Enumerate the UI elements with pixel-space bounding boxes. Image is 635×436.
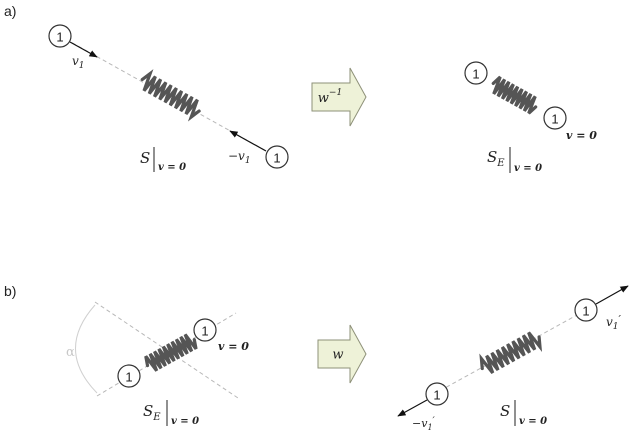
panel-b-ball-bottom-label: 1 <box>125 370 132 385</box>
panel-a-result-spring <box>491 75 538 115</box>
panel-b-result-condition: v = 0 <box>519 416 547 427</box>
panel-b-spring <box>144 333 198 372</box>
panel-b-result-spring <box>479 331 543 374</box>
panel-a-result-system-label: SE <box>487 148 505 169</box>
panel-a-neg-velocity-arrow <box>229 130 267 152</box>
panel-a-result-condition: v = 0 <box>514 163 542 174</box>
panel-b-result-ball-top <box>574 298 598 322</box>
panel-a-condition: v = 0 <box>158 162 186 173</box>
panel-a-ball-right-label: 1 <box>273 151 280 166</box>
panel-a-system-label: S <box>140 149 150 167</box>
panel-a-result-ball-bottom-label: 1 <box>551 112 558 127</box>
panel-b-velocity: v = 0 <box>218 340 249 353</box>
panel-a-ball-left-label: 1 <box>56 30 63 45</box>
panel-b-result-ball-top-label: 1 <box>582 304 589 319</box>
panel-b-system-label: SE <box>143 402 161 423</box>
panel-b-v1p-label: v1′ <box>606 313 622 332</box>
panel-b-label: b) <box>4 283 16 299</box>
panel-a-operator-label: w−1 <box>318 88 342 106</box>
panel-a-neg-v1-label: −v1 <box>228 149 251 166</box>
panel-b-ball-bottom <box>117 364 141 388</box>
panel-a-result-ball-top <box>464 61 488 85</box>
panel-b-condition: v = 0 <box>171 416 199 427</box>
panel-b-ball-top-label: 1 <box>201 324 208 339</box>
panel-a-ball-left <box>48 24 72 48</box>
panel-b-result-neg-velocity-arrow <box>397 399 428 417</box>
panel-b-angle-arc <box>75 304 98 394</box>
panel-b-operator-arrow: w <box>317 324 367 384</box>
panel-b-result-velocity-arrow <box>595 285 629 305</box>
panel-a-spring <box>140 69 201 122</box>
panel-a-label: a) <box>4 3 16 19</box>
panel-a-operator-arrow: w−1 <box>311 67 367 127</box>
panel-b-alpha: α <box>66 345 75 360</box>
panel-b-result-ball-bottom <box>425 382 449 406</box>
panel-a-ball-right <box>265 145 289 169</box>
panel-a-velocity-arrow <box>69 41 98 58</box>
panel-b-result-system-label: S <box>500 402 510 420</box>
panel-a-result-velocity: v = 0 <box>566 129 597 142</box>
panel-a-v1-label: v1 <box>72 54 85 71</box>
panel-b-result-ball-bottom-label: 1 <box>433 388 440 403</box>
panel-a-result-ball-top-label: 1 <box>472 67 479 82</box>
panel-a-result-ball-bottom <box>543 106 567 130</box>
panel-b-ball-top <box>193 318 217 342</box>
panel-b-operator-label: w <box>332 348 343 363</box>
panel-b-neg-v1p-label: −v1′ <box>412 416 436 432</box>
